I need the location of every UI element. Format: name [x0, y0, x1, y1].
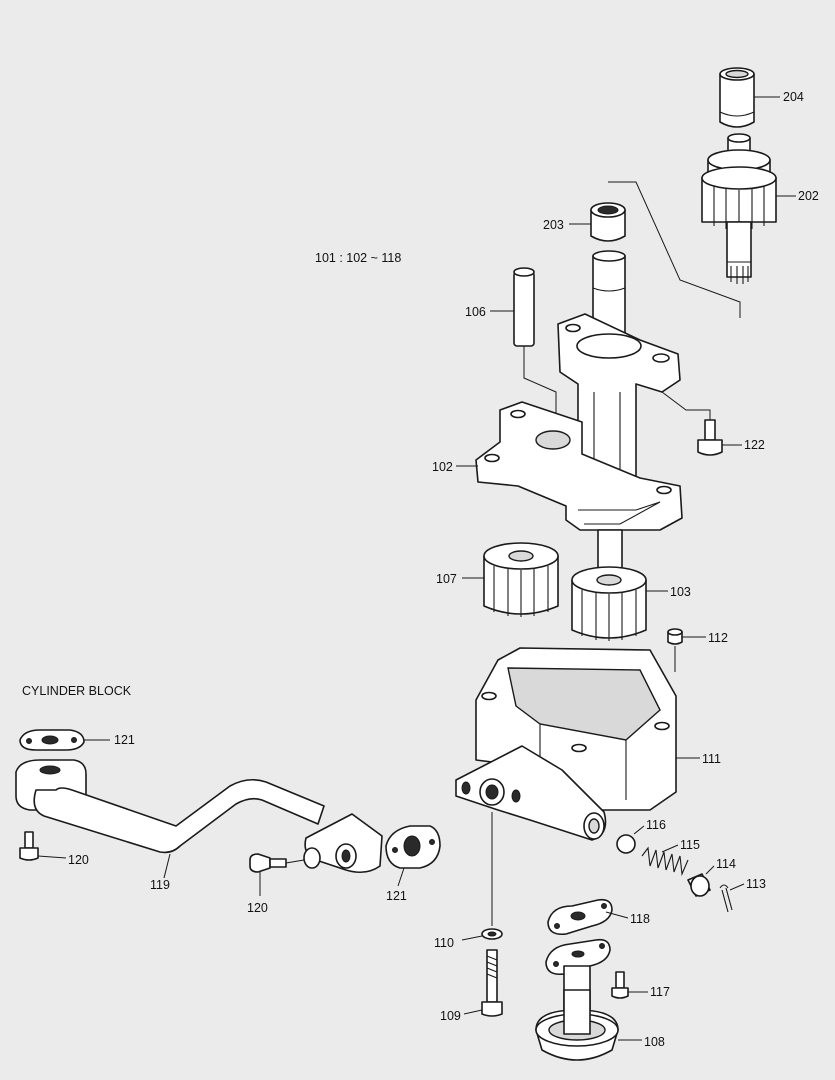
callout-114: 114	[716, 857, 736, 871]
part-102-cover-plate	[475, 401, 683, 531]
callout-110: 110	[434, 936, 454, 950]
callout-119: 119	[150, 878, 170, 892]
assembly-note: 101 : 102 ~ 118	[315, 251, 401, 265]
part-112-pin	[667, 628, 683, 645]
part-109-bolt	[481, 949, 503, 1017]
part-118-gasket	[547, 898, 613, 936]
part-116-ball	[616, 834, 636, 854]
callout-116: 116	[646, 818, 666, 832]
cylinder-block-label: CYLINDER BLOCK	[22, 684, 132, 698]
part-119-suction-pipe	[15, 759, 383, 874]
part-115-spring	[641, 846, 689, 877]
callout-121-right: 121	[386, 889, 407, 903]
callout-118: 118	[630, 912, 650, 926]
part-203-bushing	[590, 202, 626, 242]
part-122-bolt	[697, 419, 723, 456]
part-120-bolt-right	[249, 853, 287, 873]
callout-204: 204	[783, 90, 804, 104]
part-204-sleeve	[719, 67, 755, 128]
part-106-pin	[513, 267, 535, 347]
callout-113: 113	[746, 877, 766, 891]
part-121-gasket-left	[19, 729, 85, 751]
callout-203: 203	[543, 218, 564, 232]
callout-108: 108	[644, 1035, 665, 1049]
part-108-strainer	[535, 938, 619, 1061]
callout-121-left: 121	[114, 733, 135, 747]
callout-117: 117	[650, 985, 670, 999]
callout-102: 102	[432, 460, 453, 474]
part-113-split-pin	[719, 884, 733, 913]
callout-120-right: 120	[247, 901, 268, 915]
part-120-bolt-left	[19, 831, 39, 861]
callout-115: 115	[680, 838, 700, 852]
part-121-gasket-right	[385, 825, 441, 869]
callout-111: 111	[702, 752, 721, 766]
part-117-bolt	[611, 971, 629, 999]
callout-106: 106	[465, 305, 486, 319]
part-111-pump-housing	[455, 647, 677, 841]
callout-112: 112	[708, 631, 728, 645]
part-114-plug	[687, 873, 711, 897]
part-107-driven-gear	[483, 542, 559, 617]
callout-107: 107	[436, 572, 457, 586]
callout-103: 103	[670, 585, 691, 599]
part-202-drive-gear	[701, 133, 777, 284]
callout-120-left: 120	[68, 853, 89, 867]
part-103-drive-gear	[571, 566, 647, 641]
callout-202: 202	[798, 189, 819, 203]
callout-109: 109	[440, 1009, 461, 1023]
part-110-washer	[481, 928, 503, 940]
callout-122: 122	[744, 438, 765, 452]
